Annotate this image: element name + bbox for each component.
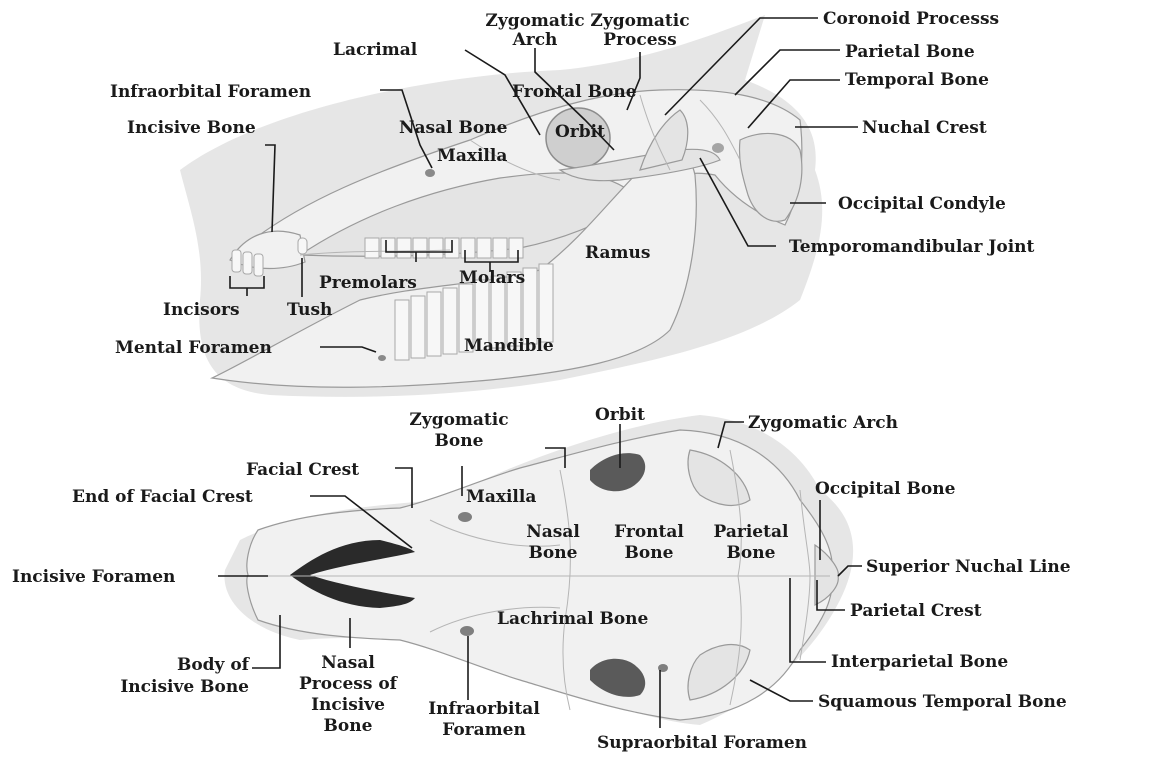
label-squamous-temporal-bone: Squamous Temporal Bone [818, 692, 1067, 712]
label-temporomandibular-joint: Temporomandibular Joint [789, 237, 1035, 257]
label-zygomatic-arch-dorsal: Zygomatic Arch [748, 413, 898, 433]
label-ramus: Ramus [585, 243, 650, 263]
label-supraorbital-foramen: Supraorbital Foramen [597, 733, 807, 753]
label-maxilla-dorsal: Maxilla [466, 487, 536, 507]
label-molars: Molars [459, 268, 525, 288]
dorsal-infraorbital-hole-upper [458, 512, 472, 522]
label-end-of-facial-crest: End of Facial Crest [72, 487, 253, 507]
label-facial-crest: Facial Crest [246, 460, 359, 480]
label-tush: Tush [287, 300, 332, 320]
label-nuchal-crest: Nuchal Crest [862, 118, 987, 138]
label-incisors: Incisors [163, 300, 240, 320]
label-lacrimal: Lacrimal [333, 40, 418, 60]
label-superior-nuchal-line: Superior Nuchal Line [866, 557, 1071, 577]
label-coronoid-process: Coronoid Processs [823, 9, 999, 29]
label-incisive-bone-lateral: Incisive Bone [127, 118, 256, 138]
label-orbit-lateral: Orbit [555, 122, 605, 142]
label-incisive-foramen: Incisive Foramen [12, 567, 175, 587]
lateral-tmj-hole [712, 143, 724, 153]
label-premolars: Premolars [319, 273, 417, 293]
label-temporal-bone-lateral: Temporal Bone [845, 70, 989, 90]
label-parietal-crest: Parietal Crest [850, 601, 982, 621]
label-interparietal-bone: Interparietal Bone [831, 652, 1008, 672]
label-lachrimal-bone: Lachrimal Bone [497, 609, 649, 629]
label-orbit-dorsal: Orbit [595, 405, 645, 425]
label-infraorbital-foramen-lateral: Infraorbital Foramen [110, 82, 311, 102]
label-occipital-bone: Occipital Bone [815, 479, 956, 499]
label-mental-foramen: Mental Foramen [115, 338, 272, 358]
lateral-infraorbital-hole [425, 169, 435, 177]
label-mandible: Mandible [464, 336, 554, 356]
label-maxilla-lateral: Maxilla [437, 146, 507, 166]
dorsal-infraorbital-hole-lower [460, 626, 474, 636]
label-nasal-bone-lateral: Nasal Bone [399, 118, 508, 138]
label-frontal-bone-lateral: Frontal Bone [512, 82, 637, 102]
label-parietal-bone-lateral: Parietal Bone [845, 42, 975, 62]
lateral-mental-hole [378, 355, 386, 361]
label-occipital-condyle: Occipital Condyle [838, 194, 1006, 214]
